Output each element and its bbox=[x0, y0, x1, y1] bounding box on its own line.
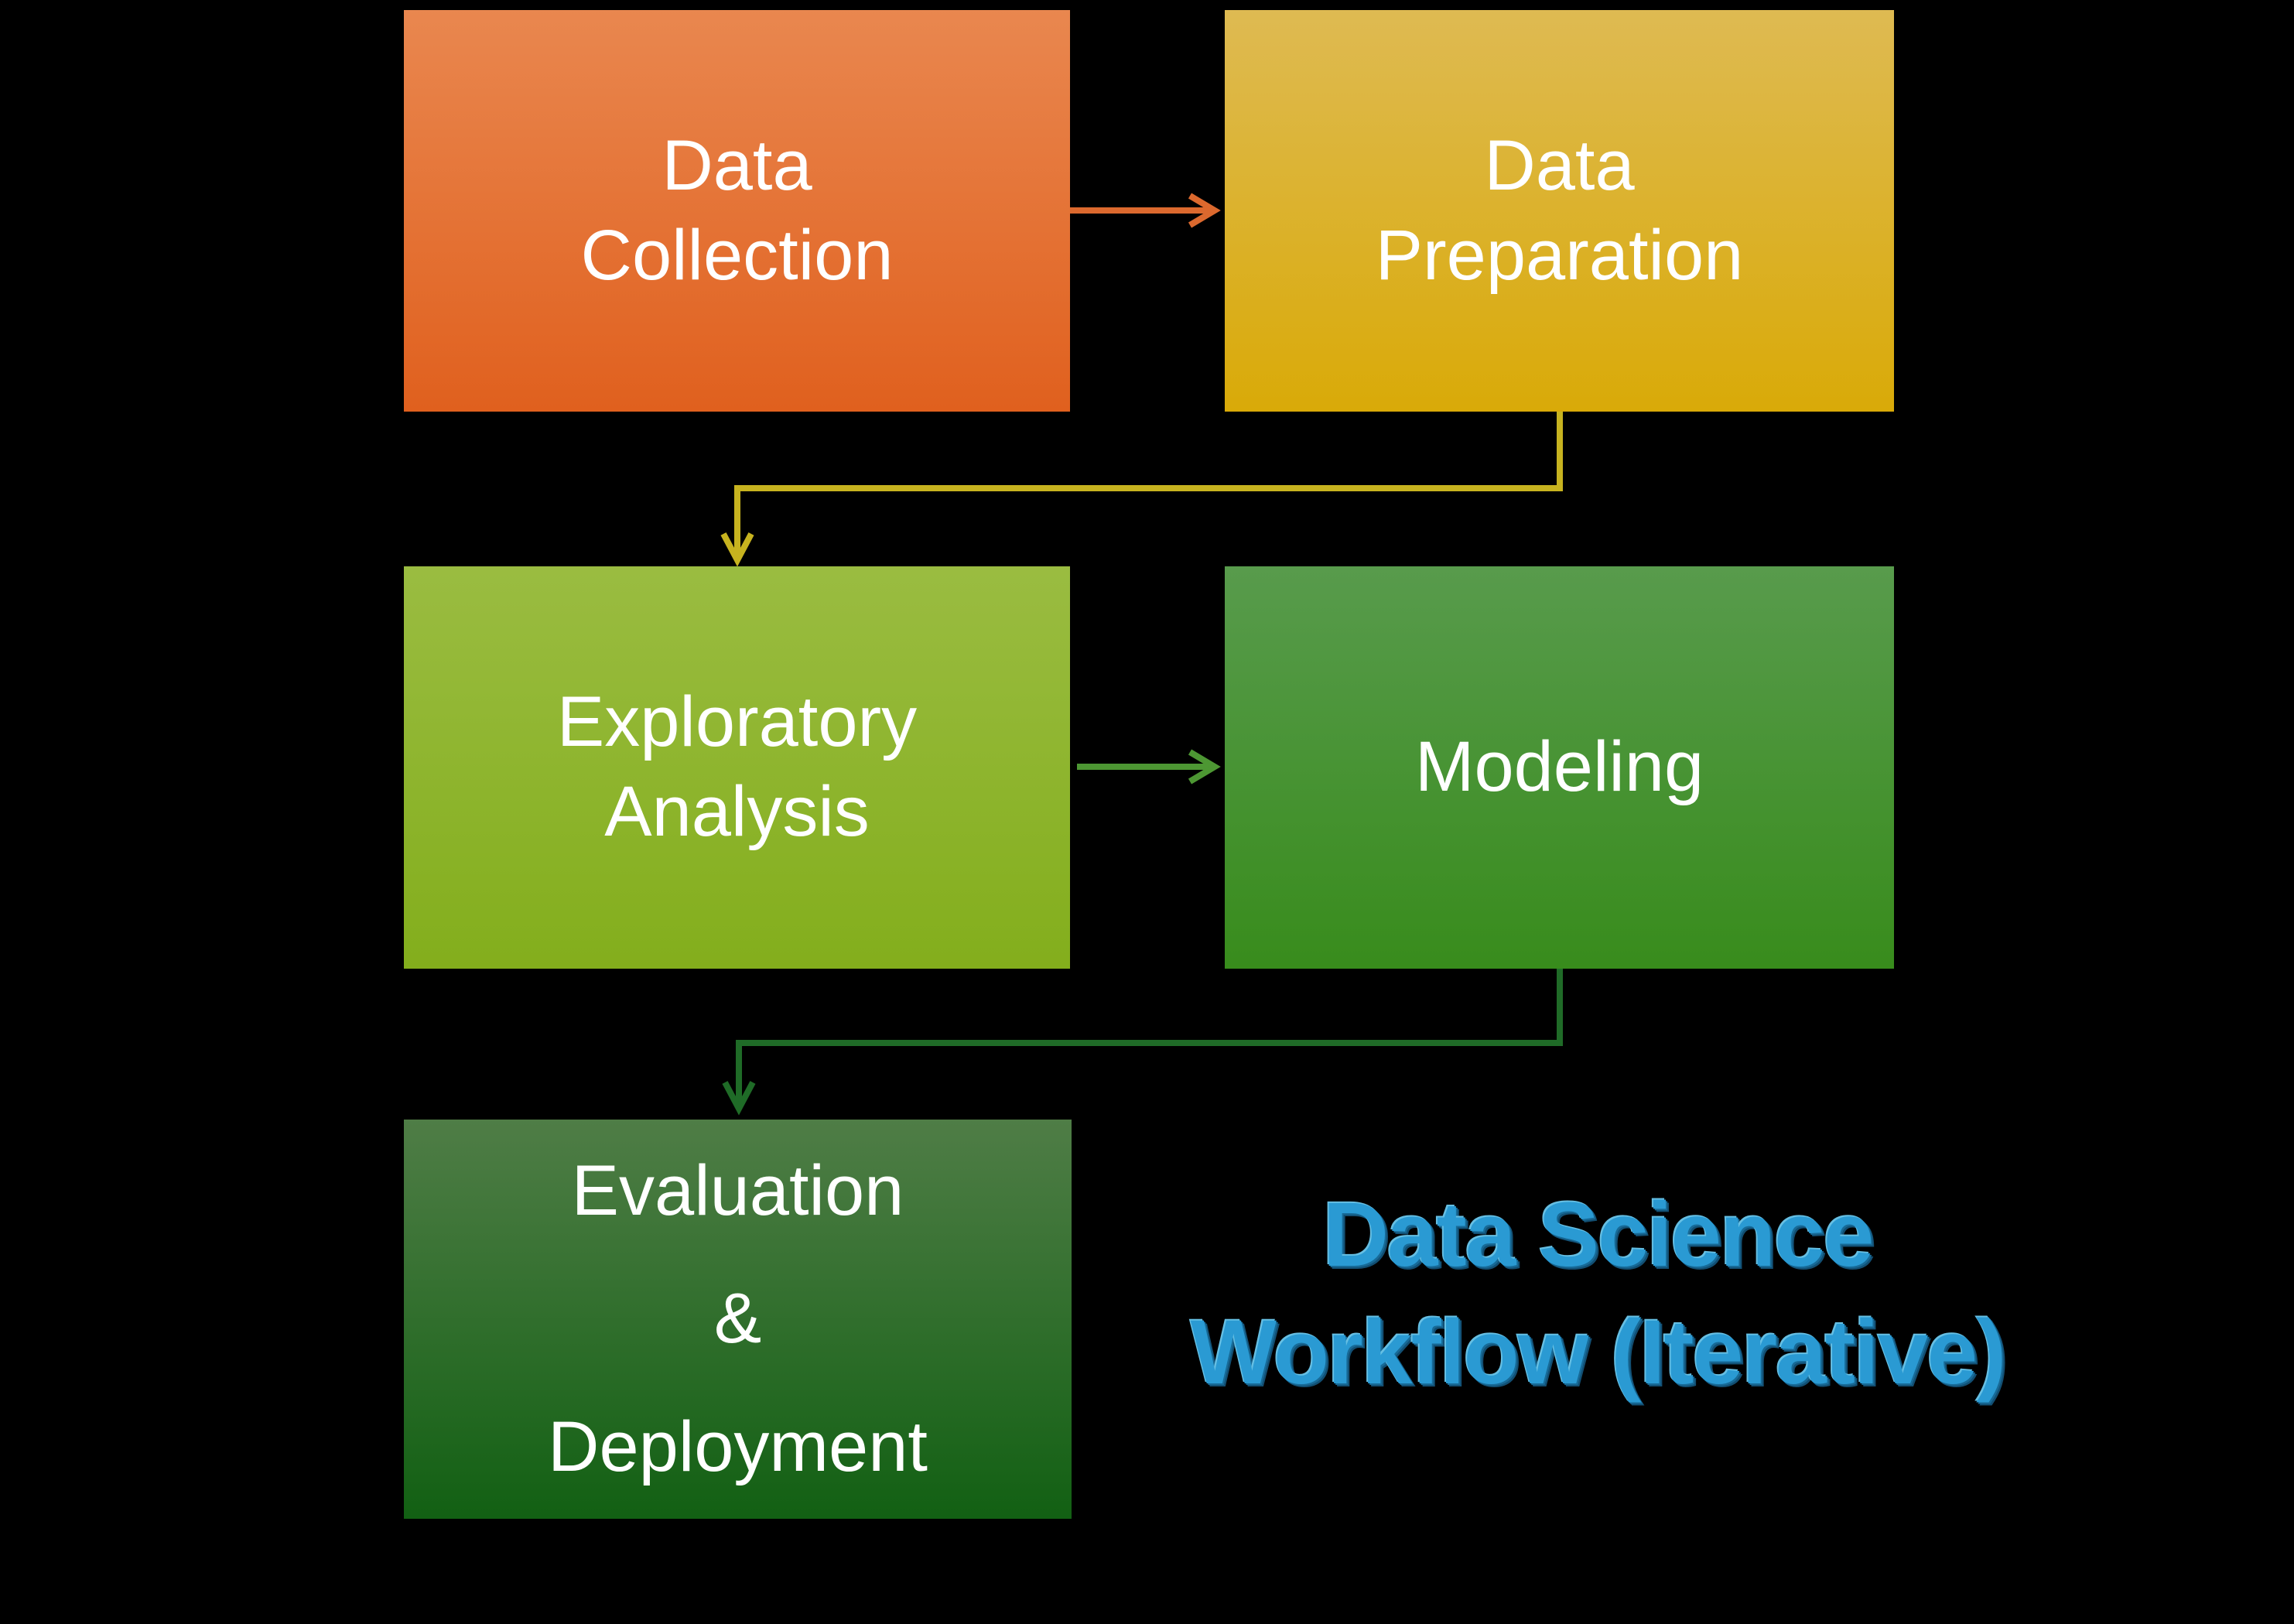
node-data-collection: Data Collection bbox=[404, 10, 1070, 412]
node-data-preparation: Data Preparation bbox=[1225, 10, 1894, 412]
arrowhead-collection-to-preparation-icon bbox=[1188, 193, 1221, 228]
node-evaluation-deployment-label: Evaluation & Deployment bbox=[548, 1150, 928, 1486]
diagram-title: Data Science Workflow (Iterative) bbox=[1060, 1176, 2135, 1411]
node-modeling-label: Modeling bbox=[1414, 727, 1704, 807]
arrowhead-modeling-to-evaluation-icon bbox=[722, 1081, 756, 1116]
node-exploratory-analysis: Exploratory Analysis bbox=[404, 566, 1070, 969]
node-evaluation-deployment: Evaluation & Deployment bbox=[404, 1120, 1072, 1519]
node-data-collection-label: Data Collection bbox=[580, 125, 894, 295]
arrow-preparation-to-exploratory bbox=[734, 412, 1563, 559]
diagram-title-line2: Workflow (Iterative) bbox=[1190, 1301, 2007, 1403]
node-exploratory-analysis-label: Exploratory Analysis bbox=[556, 682, 918, 851]
arrowhead-exploratory-to-modeling-icon bbox=[1188, 749, 1221, 785]
arrow-modeling-to-evaluation bbox=[736, 969, 1563, 1106]
node-modeling: Modeling bbox=[1225, 566, 1894, 969]
diagram-title-line1: Data Science bbox=[1322, 1184, 1875, 1286]
arrowhead-preparation-to-exploratory-icon bbox=[720, 532, 754, 567]
node-data-preparation-label: Data Preparation bbox=[1375, 125, 1744, 295]
